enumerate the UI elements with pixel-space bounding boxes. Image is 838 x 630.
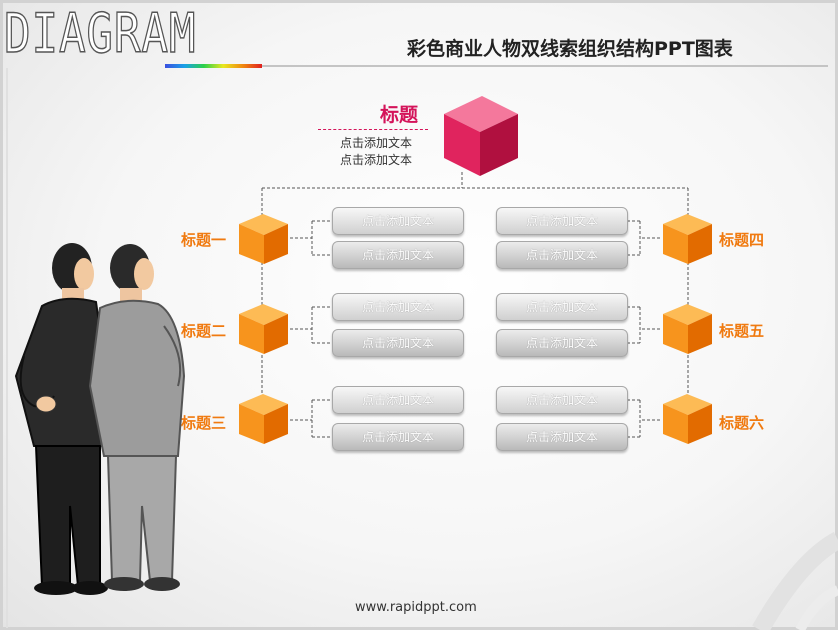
- root-title: 标题: [380, 104, 419, 126]
- branch-6-item-2[interactable]: 点击添加文本: [496, 423, 628, 451]
- branch-6-cube-icon: [663, 394, 712, 444]
- branch-4-label: 标题四: [719, 231, 765, 249]
- branch-6-label: 标题六: [719, 414, 765, 432]
- branch-5-item-2[interactable]: 点击添加文本: [496, 329, 628, 357]
- branch-6-item-1[interactable]: 点击添加文本: [496, 386, 628, 414]
- branch-1-item-1[interactable]: 点击添加文本: [332, 207, 464, 235]
- root-description: 点击添加文本 点击添加文本: [340, 135, 412, 169]
- branch-3-cube-icon: [239, 394, 288, 444]
- branch-3-label: 标题三: [181, 414, 227, 432]
- branch-4-item-1[interactable]: 点击添加文本: [496, 207, 628, 235]
- branch-5-item-1[interactable]: 点击添加文本: [496, 293, 628, 321]
- business-people-illustration: [14, 243, 186, 595]
- branch-1-cube-icon: [239, 214, 288, 264]
- branch-4-item-2[interactable]: 点击添加文本: [496, 241, 628, 269]
- root-line-1: 点击添加文本: [340, 136, 413, 150]
- footer-url[interactable]: www.rapidppt.com: [355, 600, 477, 615]
- page-title: 彩色商业人物双线索组织结构PPT图表: [407, 38, 733, 60]
- branch-2-cube-icon: [239, 304, 288, 354]
- left-border-line: [6, 68, 8, 628]
- branch-5-cube-icon: [663, 304, 712, 354]
- branch-2-item-2[interactable]: 点击添加文本: [332, 329, 464, 357]
- gray-suit-person: [88, 244, 186, 591]
- root-underline: [318, 129, 428, 130]
- branch-4-cube-icon: [663, 214, 712, 264]
- logo-text: DIAGRAM: [3, 1, 197, 66]
- branch-3-item-2[interactable]: 点击添加文本: [332, 423, 464, 451]
- branch-1-label: 标题一: [181, 231, 227, 249]
- header-divider: [262, 65, 828, 67]
- dark-suit-person: [14, 243, 110, 595]
- branch-2-label: 标题二: [181, 322, 227, 340]
- root-line-2: 点击添加文本: [340, 153, 413, 167]
- branch-1-item-2[interactable]: 点击添加文本: [332, 241, 464, 269]
- rainbow-bar: [165, 64, 262, 68]
- root-cube-icon: [444, 96, 518, 176]
- branch-3-item-1[interactable]: 点击添加文本: [332, 386, 464, 414]
- branch-5-label: 标题五: [719, 322, 765, 340]
- branch-2-item-1[interactable]: 点击添加文本: [332, 293, 464, 321]
